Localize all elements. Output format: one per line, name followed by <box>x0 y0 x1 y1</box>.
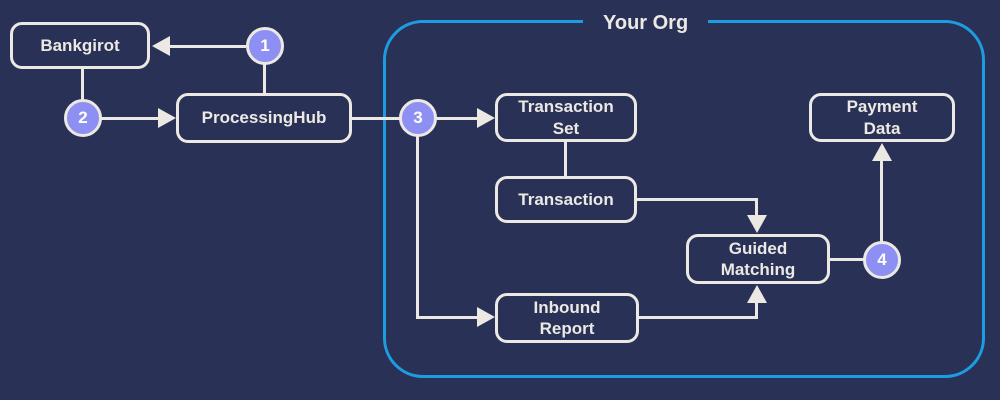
node-bankgirot-label: Bankgirot <box>40 35 120 55</box>
edge-inbound-to-guided-v <box>755 301 758 319</box>
node-payment-data: Payment Data <box>809 93 955 142</box>
step-badge-2: 2 <box>64 99 102 137</box>
node-transaction: Transaction <box>495 176 637 223</box>
arrowhead-into-payment-data <box>872 143 892 161</box>
arrowhead-into-guided-top <box>747 215 767 233</box>
node-transaction-label: Transaction <box>518 189 614 209</box>
node-transaction-set-label: Transaction Set <box>518 97 614 138</box>
node-payment-data-label: Payment Data <box>846 97 918 138</box>
edge-transaction-to-guided-h <box>636 198 758 201</box>
step-badge-4-label: 4 <box>877 250 887 269</box>
node-guided-matching: Guided Matching <box>686 234 830 284</box>
step-badge-4: 4 <box>863 241 901 279</box>
arrowhead-into-transaction-set <box>477 108 495 128</box>
step-badge-1-label: 1 <box>260 36 270 55</box>
edge-step4-to-payment-data <box>880 159 883 243</box>
node-inbound-report-label: Inbound Report <box>533 297 601 338</box>
node-processing-hub-label: ProcessingHub <box>201 108 327 128</box>
node-inbound-report: Inbound Report <box>495 293 639 343</box>
arrowhead-into-guided-bottom <box>747 285 767 303</box>
edge-inbound-to-guided-h <box>637 316 758 319</box>
step-badge-2-label: 2 <box>78 108 88 127</box>
edge-transaction-to-guided-v <box>755 198 758 218</box>
edge-transactionset-to-transaction <box>564 141 567 177</box>
edge-guided-to-step4 <box>829 258 865 261</box>
edge-step1-to-processinghub <box>263 64 266 94</box>
node-transaction-set: Transaction Set <box>495 93 637 142</box>
step-badge-1: 1 <box>246 27 284 65</box>
edge-step1-to-bankgirot <box>166 45 246 48</box>
your-org-group: Your Org <box>383 10 985 378</box>
edge-step2-to-processinghub <box>101 117 161 120</box>
edge-step3-down-segment <box>416 136 419 319</box>
edge-step3-to-transaction-set <box>436 117 480 120</box>
edge-step3-to-inbound-report <box>416 316 480 319</box>
node-bankgirot: Bankgirot <box>10 22 150 69</box>
edge-bankgirot-to-step2 <box>81 68 84 100</box>
step-badge-3: 3 <box>399 99 437 137</box>
edge-processinghub-to-step3 <box>351 117 401 120</box>
node-processing-hub: ProcessingHub <box>176 93 352 143</box>
your-org-group-title: Your Org <box>583 10 709 36</box>
step-badge-3-label: 3 <box>413 108 423 127</box>
arrowhead-into-processinghub <box>158 108 176 128</box>
arrowhead-into-bankgirot <box>152 36 170 56</box>
arrowhead-into-inbound-report <box>477 307 495 327</box>
node-guided-matching-label: Guided Matching <box>720 238 796 279</box>
